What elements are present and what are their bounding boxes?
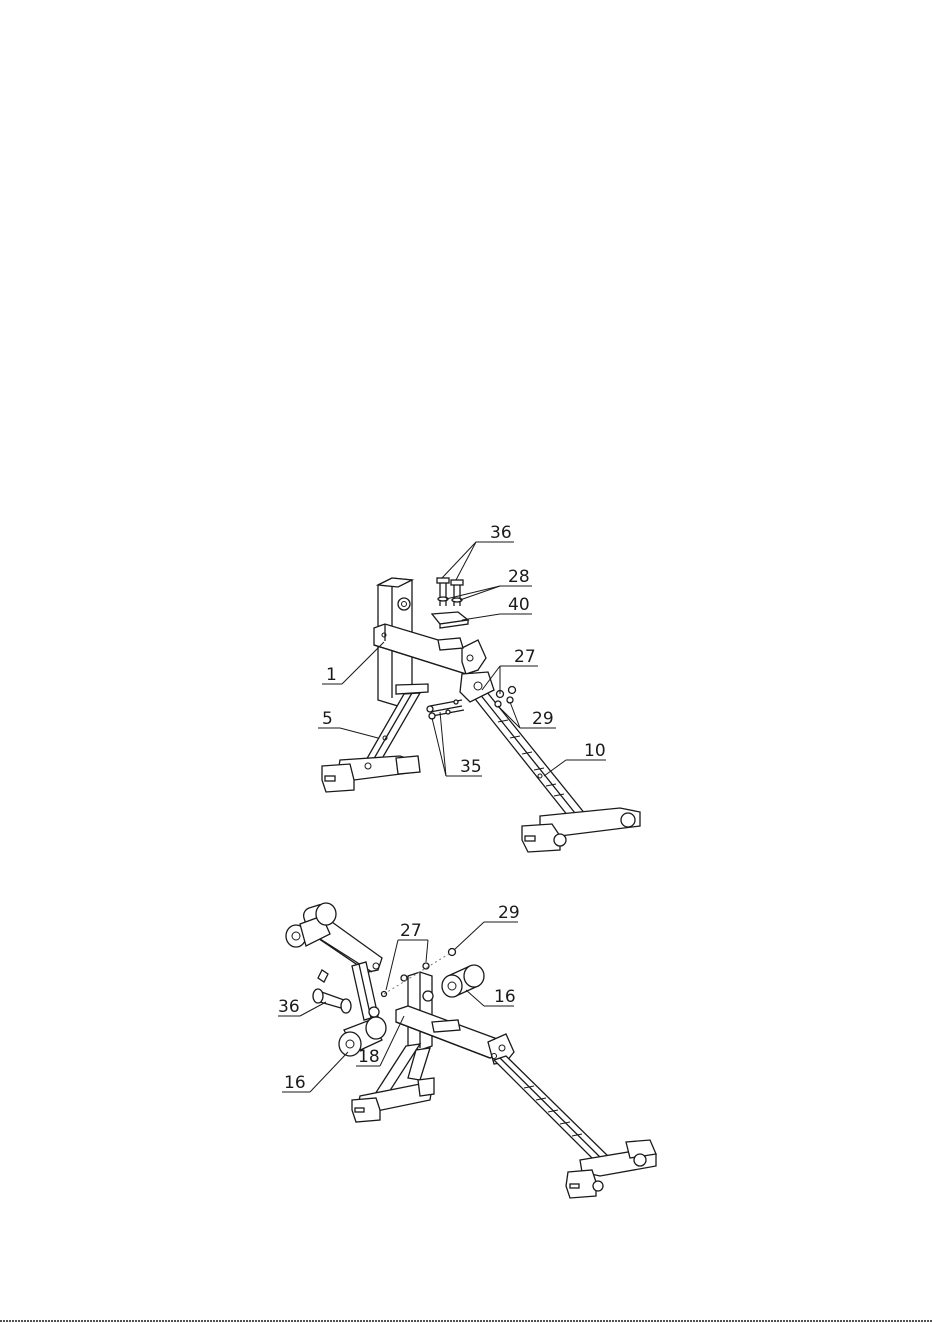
part-label: 40: [508, 595, 530, 615]
part-label: 5: [322, 709, 333, 729]
nut-set-29: [495, 687, 516, 708]
part-label: 16: [494, 987, 516, 1007]
foam-roller-right: [442, 965, 484, 997]
part-label: 18: [358, 1047, 380, 1067]
part-label: 27: [514, 647, 536, 667]
part-label: 28: [508, 567, 530, 587]
bolt-set-36: [437, 578, 463, 606]
part-label: 29: [532, 709, 554, 729]
part-label: 35: [460, 757, 482, 777]
part-label: 1: [326, 665, 337, 685]
pin-36: [313, 970, 351, 1013]
part-label: 29: [498, 903, 520, 923]
bolt-set-35: [427, 700, 464, 719]
part-label: 36: [278, 997, 300, 1017]
rear-leg-2: [494, 1056, 656, 1198]
front-leg: [322, 684, 428, 792]
part-label: 16: [284, 1073, 306, 1093]
diagram-step-2: 29 27 16 36 18 16: [278, 902, 656, 1198]
diagram-step-1: 36 28 40 27 1 29 5 35 10: [318, 523, 640, 852]
part-label: 36: [490, 523, 512, 543]
part-label: 10: [584, 741, 606, 761]
part-label: 27: [400, 921, 422, 941]
upper-roller-arm: [286, 902, 382, 972]
